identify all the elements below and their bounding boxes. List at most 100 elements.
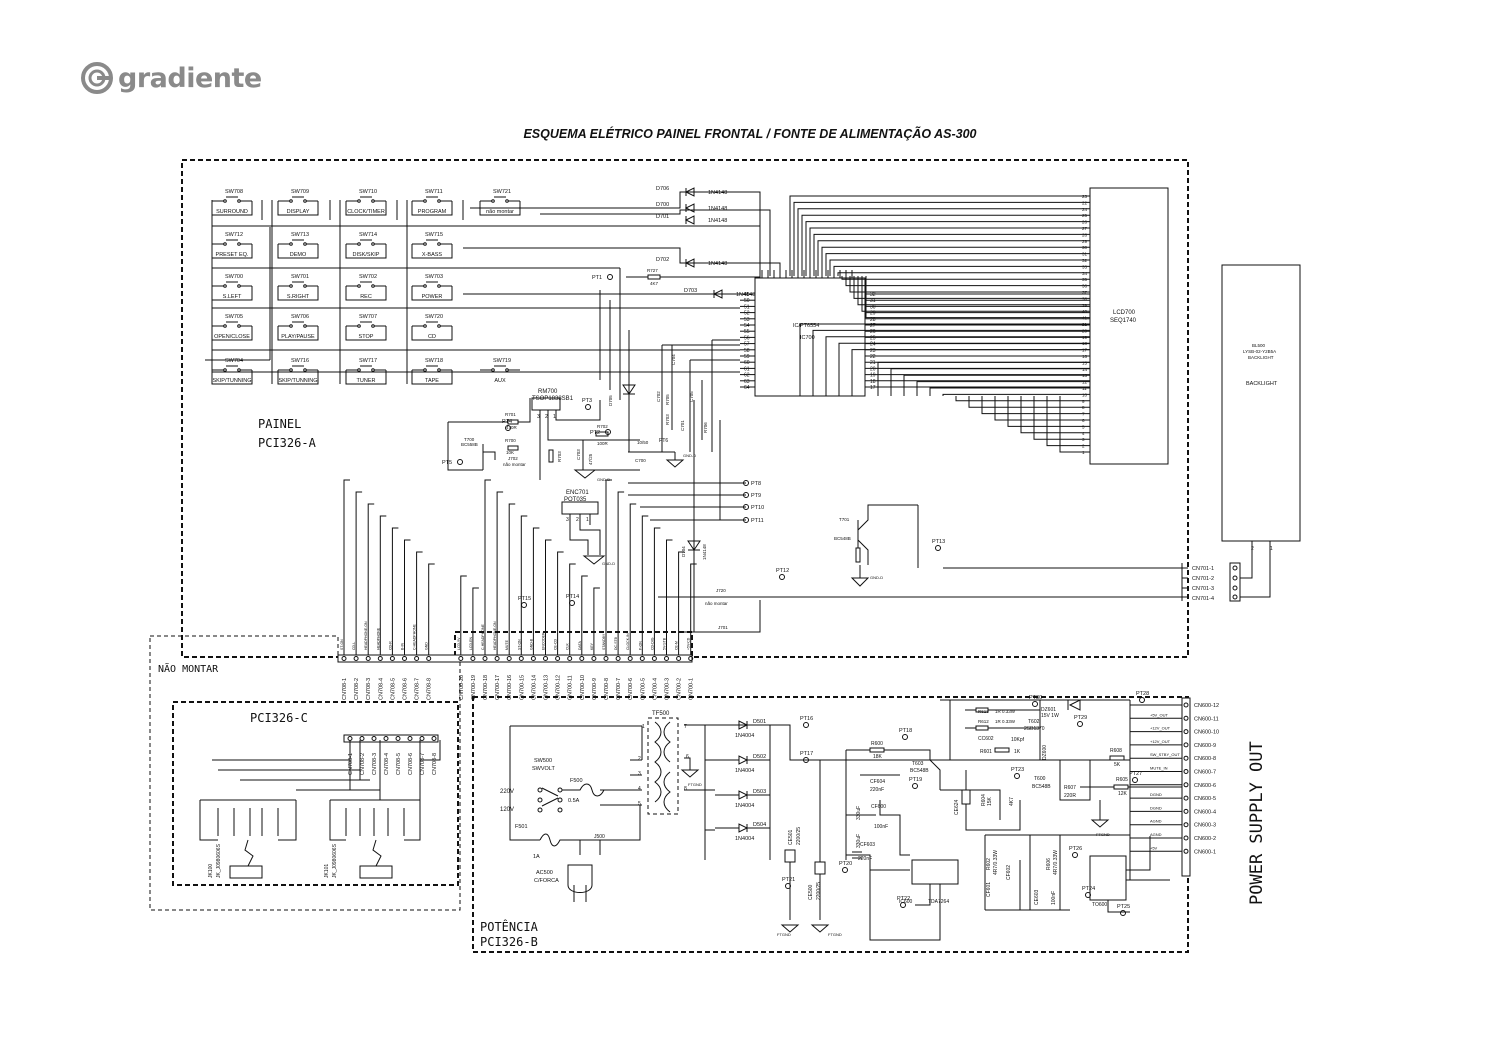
connector-pin-label: CN700-5	[640, 678, 646, 700]
switch-label: S.LEFT	[223, 294, 242, 300]
connector-signal-label: LCD-EN	[469, 636, 473, 650]
connector-signal-label: CE-CD	[554, 638, 558, 650]
test-point: PT5	[442, 460, 452, 466]
cn600-pin: CN600-7	[1194, 770, 1216, 776]
connector-pin-label: CN708-4	[378, 678, 384, 700]
cf603-val: 220nF	[858, 856, 872, 862]
test-point: PT25	[1117, 904, 1130, 910]
r604-label: R604	[981, 794, 987, 806]
connector-signal-label: DC-STB	[614, 636, 618, 650]
switch-label: POWER	[422, 294, 443, 300]
test-point: PT17	[800, 751, 813, 757]
connector-pin-label: CN700-15	[519, 675, 525, 700]
test-point: PT22	[897, 896, 910, 902]
switch-label: SKIP/TUNNING	[212, 378, 251, 384]
test-point: PT21	[782, 877, 795, 883]
connector-pin-label: CN708-5	[390, 678, 396, 700]
r727-val: 4K7	[650, 281, 659, 286]
switch-ref: SW701	[291, 274, 309, 280]
sw500-ref: SW500	[534, 758, 552, 764]
diode-type: 1N4148	[708, 190, 727, 196]
d704-ref: D704	[681, 546, 686, 557]
test-point: PT16	[800, 716, 813, 722]
cn600-signal: +12V_OUT	[1150, 726, 1171, 731]
ic-pin-right: 29	[870, 311, 876, 317]
connector-signal-label: MUTE	[505, 639, 509, 650]
cap-47-25: 47/25	[588, 453, 593, 465]
enc701-pin-3: 3	[566, 517, 569, 523]
cn600-pin: CN600-1	[1194, 849, 1216, 855]
test-point: PT30	[1029, 695, 1042, 701]
tf500-ref: TF500	[652, 711, 670, 717]
ic700-pins: 4950515253545556575859606162636432313029…	[740, 270, 876, 391]
ic-pin-left: 49	[744, 292, 750, 298]
cn600-pin: CN600-2	[1194, 836, 1216, 842]
switch-ref: SW716	[291, 358, 309, 364]
r701-val: 470R	[506, 425, 518, 430]
cn600-pin: CN600-3	[1194, 823, 1216, 829]
cn600-connector: CN600-12CN600-11+5V_OUTCN600-10+12V_OUTC…	[1129, 697, 1219, 880]
switch-ref: SW713	[291, 232, 309, 238]
connector-signal-label: CD-R	[388, 641, 392, 650]
switch-ref: SW704	[225, 358, 243, 364]
r605-ref: R605	[1116, 777, 1128, 783]
t600-ref: T600	[1034, 776, 1046, 782]
cf604-val: 220nF	[870, 787, 884, 793]
test-point: PT26	[1069, 846, 1082, 852]
cf603-ref: CF603	[860, 842, 875, 848]
ic-pin-left: 63	[744, 379, 750, 385]
test-point: PT4	[502, 419, 512, 425]
cn600-signal: +5V	[1150, 845, 1158, 850]
r601-val: 1K	[1014, 749, 1021, 755]
lcd-part: SEQ1740	[1110, 318, 1137, 324]
tf500-pin: 1	[642, 724, 645, 730]
backlight-pin-1: 1	[1270, 546, 1273, 552]
connector-signal-label: CLK	[566, 643, 570, 650]
ac500-ref: AC500	[536, 870, 553, 876]
tf500-pin: 7	[684, 724, 687, 730]
v120-label: 120V	[500, 807, 514, 813]
gnd-label-enc: GND-D	[602, 561, 615, 566]
cn600-pin: CN600-4	[1194, 809, 1216, 815]
connector-pin-label: CN700-3	[665, 678, 671, 700]
potencia-label: POTÊNCIA	[480, 919, 539, 934]
switch-ref: SW719	[493, 358, 511, 364]
connector-signal-label: C-HEADPHONE	[413, 623, 417, 650]
connector-pin-label: CN700-16	[507, 675, 513, 700]
painel-pci-label: PCI326-A	[258, 436, 317, 450]
cn701-4: CN701-4	[1192, 596, 1214, 602]
switch-ref: SW717	[359, 358, 377, 364]
switch-ref: SW700	[225, 274, 243, 280]
switch-label: DEMO	[290, 252, 307, 258]
r706-ref: R706	[703, 422, 708, 433]
cn600-pin: CN600-8	[1194, 756, 1216, 762]
switch-matrix: SW708SURROUNDSW709DISPLAYSW710CLOCK/TIME…	[211, 189, 521, 385]
connector-signal-label: +5V-CD	[687, 637, 691, 650]
r608-ref: R608	[1110, 748, 1122, 754]
ic-pin-right: 27	[870, 323, 876, 329]
ic-pin-left: 62	[744, 373, 750, 379]
diode-column: D7061N4148D7001N4148D7011N4148D7021N4148…	[656, 186, 755, 299]
cn708-bottom-pin: CN708-5	[396, 753, 402, 775]
jacks: JK100 JK_J0980606S JK101 JK_J0980606S	[199, 740, 441, 879]
switch-label: TUNER	[357, 378, 376, 384]
ic-pin-left: 61	[744, 366, 750, 372]
tf500-pin: 8	[684, 786, 687, 792]
cf601-ref: CF601	[986, 882, 992, 897]
f501-val: 1A	[533, 854, 540, 860]
cn708-bottom-pin: CN708-7	[420, 753, 426, 775]
test-point: PT14	[566, 594, 579, 600]
ic-pin-right: 24	[870, 342, 876, 348]
connector-pin-label: CN708-1	[342, 678, 348, 700]
cn708-bottom-pin: CN708-2	[360, 753, 366, 775]
ic-pin-left: 64	[744, 385, 750, 391]
ic-pin-left: 56	[744, 335, 750, 341]
